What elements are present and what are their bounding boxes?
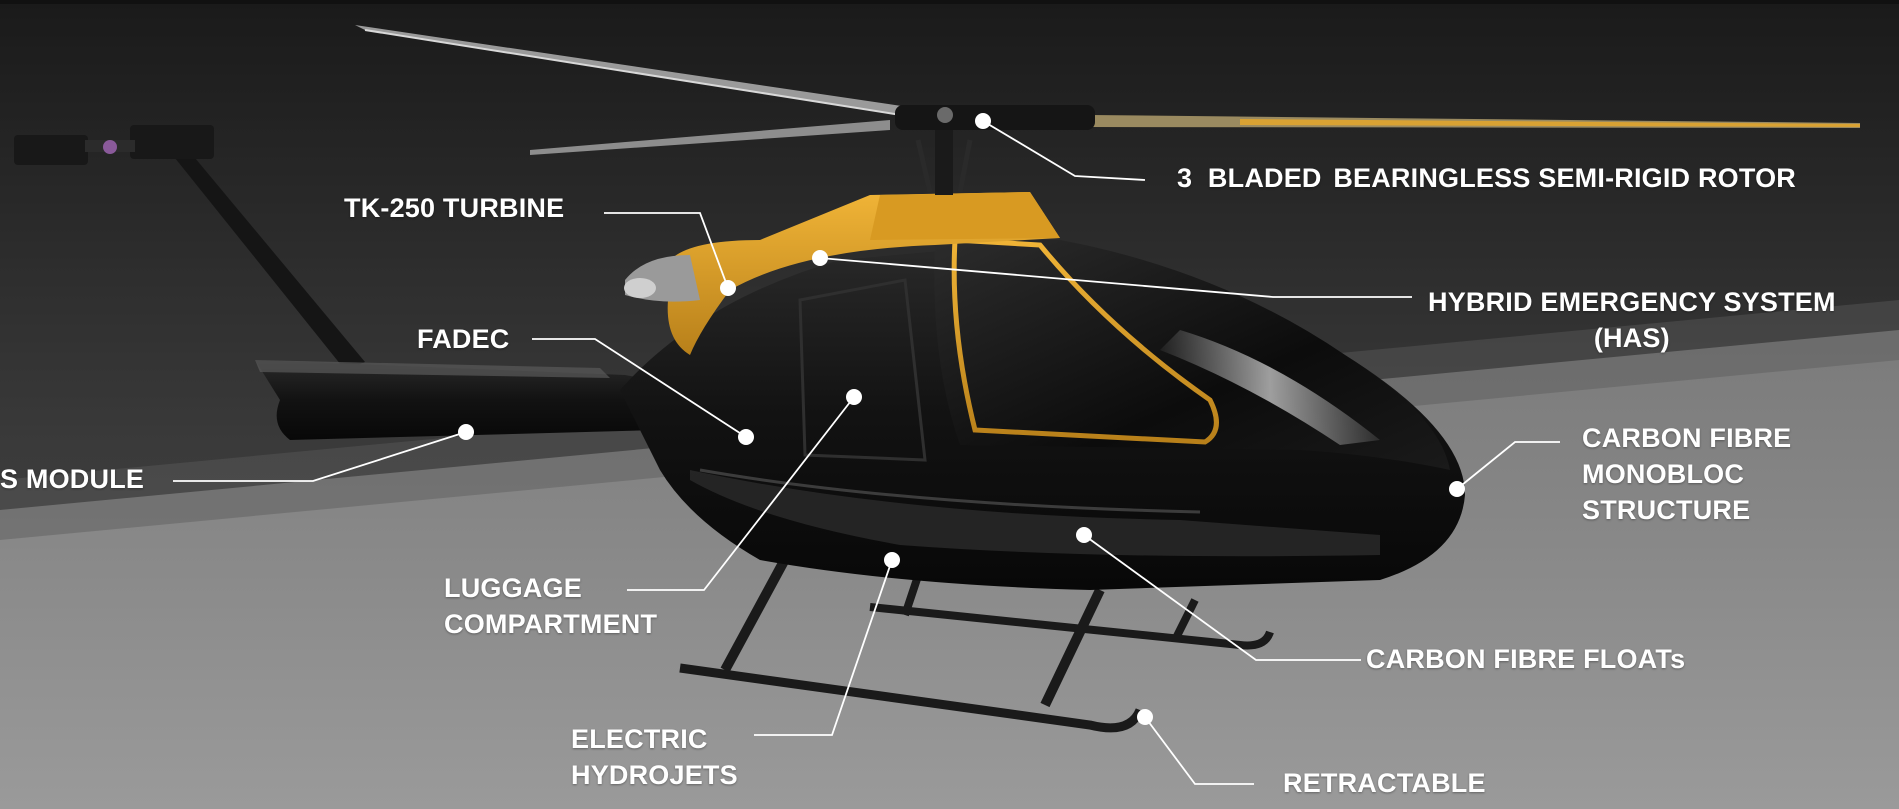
dot-retractable xyxy=(1137,709,1153,725)
label-turbine: TK-250 TURBINE xyxy=(344,190,564,226)
dot-floats xyxy=(1076,527,1092,543)
label-rotor-rest: BEARINGLESS SEMI-RIGID ROTOR xyxy=(1333,163,1796,193)
label-floats: CARBON FIBRE FLOATs xyxy=(1366,641,1685,677)
dot-module xyxy=(458,424,474,440)
dot-hybrid xyxy=(812,250,828,266)
dot-turbine xyxy=(720,280,736,296)
leader-monobloc xyxy=(1456,441,1560,490)
label-hybrid-line1: HYBRID EMERGENCY SYSTEM xyxy=(1428,287,1836,317)
engine-cowling xyxy=(624,192,1060,355)
label-rotor: 3 BLADED BEARINGLESS SEMI-RIGID ROTOR xyxy=(1177,160,1796,196)
label-luggage-line1: LUGGAGE xyxy=(444,573,582,603)
label-monobloc: CARBON FIBRE MONOBLOC STRUCTURE xyxy=(1582,420,1791,528)
dot-luggage xyxy=(846,389,862,405)
label-retractable-text: RETRACTABLE xyxy=(1283,768,1486,798)
leader-lines xyxy=(173,120,1560,785)
leader-floats xyxy=(1083,534,1361,661)
label-rotor-main: BLADED xyxy=(1207,163,1322,193)
label-module: S MODULE xyxy=(0,461,144,497)
callout-dots xyxy=(458,113,1465,725)
label-hydrojets-line1: ELECTRIC xyxy=(571,724,708,754)
label-monobloc-line3: STRUCTURE xyxy=(1582,495,1751,525)
label-hybrid: HYBRID EMERGENCY SYSTEM (HAS) xyxy=(1428,284,1836,356)
label-turbine-text: TK-250 TURBINE xyxy=(344,193,565,223)
label-luggage: LUGGAGE COMPARTMENT xyxy=(444,570,657,642)
leader-turbine xyxy=(604,212,729,289)
leader-fadec xyxy=(532,338,747,438)
label-floats-text: CARBON FIBRE FLOATs xyxy=(1366,644,1686,674)
leader-module xyxy=(173,431,467,482)
label-module-text: S MODULE xyxy=(0,464,145,494)
label-rotor-prefix: 3 xyxy=(1177,163,1193,193)
fuselage xyxy=(620,237,1465,590)
top-frame-border xyxy=(0,0,1899,4)
main-rotor xyxy=(355,25,1860,195)
label-hydrojets-line2: HYDROJETS xyxy=(571,760,738,790)
dot-monobloc xyxy=(1449,481,1465,497)
label-luggage-line2: COMPARTMENT xyxy=(444,609,658,639)
leader-hydrojets xyxy=(754,559,893,736)
dot-rotor xyxy=(975,113,991,129)
leader-hybrid xyxy=(819,257,1412,298)
label-hybrid-line2: (HAS) xyxy=(1593,323,1670,353)
label-monobloc-line2: MONOBLOC xyxy=(1582,459,1745,489)
label-fadec-text: FADEC xyxy=(417,324,510,354)
label-hydrojets: ELECTRIC HYDROJETS xyxy=(571,721,738,793)
leader-retractable xyxy=(1144,716,1254,785)
dot-fadec xyxy=(738,429,754,445)
label-retractable: RETRACTABLE xyxy=(1283,765,1486,801)
label-fadec: FADEC xyxy=(417,321,510,357)
leader-luggage xyxy=(627,396,855,591)
label-monobloc-line1: CARBON FIBRE xyxy=(1582,423,1792,453)
leader-rotor xyxy=(982,120,1146,181)
dot-hydrojets xyxy=(884,552,900,568)
tail-assembly xyxy=(14,125,680,440)
